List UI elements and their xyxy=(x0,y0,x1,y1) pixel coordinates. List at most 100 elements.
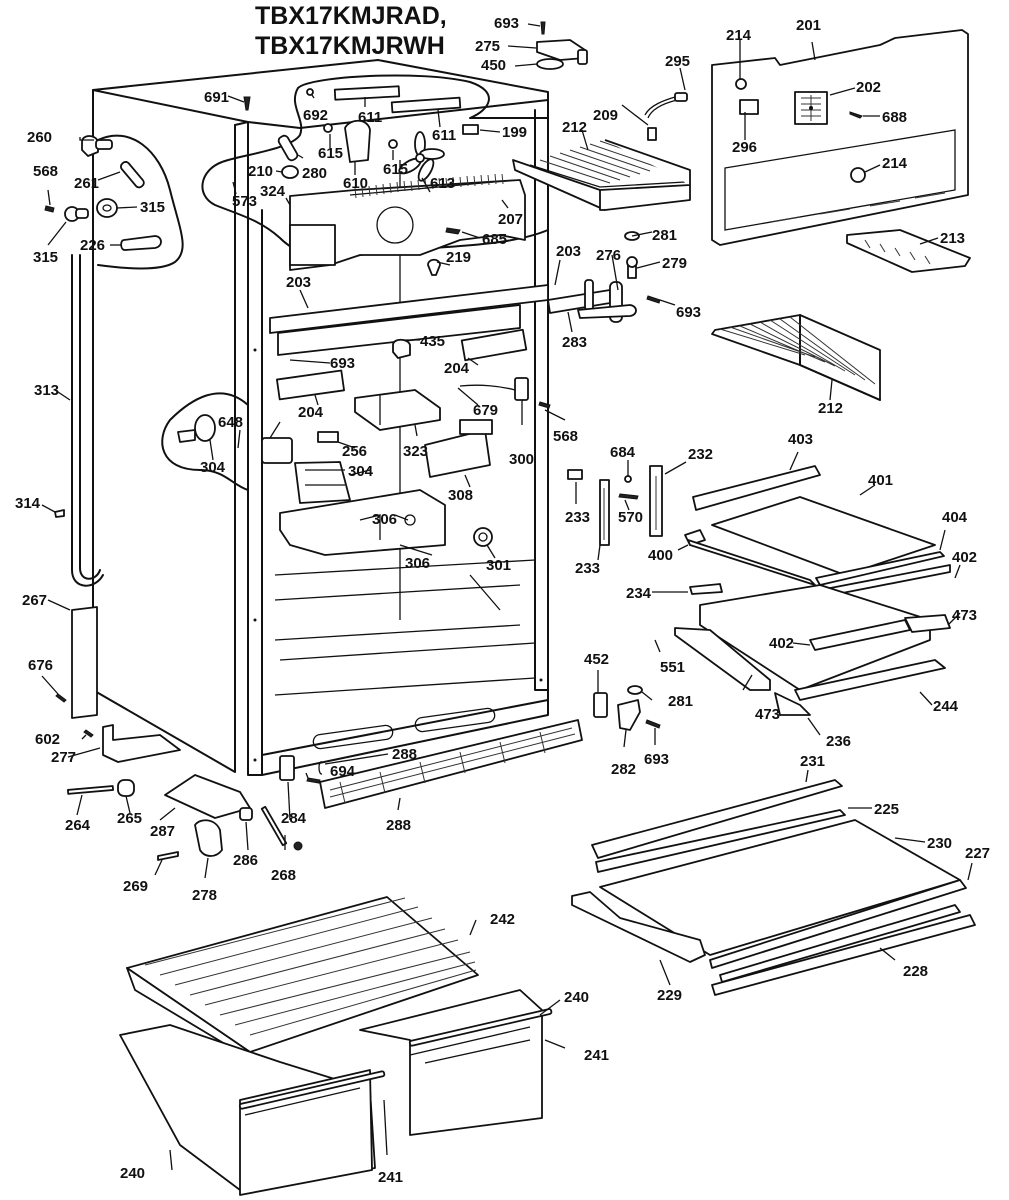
part-label: 308 xyxy=(448,487,473,504)
part-label: 268 xyxy=(271,867,296,884)
controls-assembly xyxy=(177,328,551,556)
part-label: 228 xyxy=(903,963,928,980)
part-label: 256 xyxy=(342,443,367,460)
part-label: 693 xyxy=(676,304,701,321)
part-label: 269 xyxy=(123,878,148,895)
leader-lines xyxy=(41,23,973,1171)
center-hinge xyxy=(547,231,661,323)
part-label: 288 xyxy=(392,746,417,763)
part-label: 315 xyxy=(33,249,58,266)
part-label: 684 xyxy=(610,444,636,461)
lower-hinge-parts xyxy=(593,685,661,731)
part-label: 685 xyxy=(482,231,507,248)
part-label: 236 xyxy=(826,733,851,750)
part-label: 452 xyxy=(584,651,609,668)
part-labels: 693 275 450 691 692 611 611 199 260 615 … xyxy=(15,15,990,1186)
drain-tube xyxy=(71,254,104,587)
part-label: 676 xyxy=(28,657,53,674)
model-title-line1: TBX17KMJRAD, xyxy=(255,2,447,30)
part-label: 214 xyxy=(726,27,752,44)
part-label: 648 xyxy=(218,414,243,431)
part-label: 203 xyxy=(286,274,311,291)
part-label: 611 xyxy=(358,109,382,126)
part-label: 315 xyxy=(140,199,165,216)
shelf-rails xyxy=(567,465,663,546)
part-label: 240 xyxy=(120,1165,145,1182)
part-label: 615 xyxy=(318,145,343,162)
part-label: 401 xyxy=(868,472,893,489)
lower-glass-shelf xyxy=(571,779,976,996)
left-side-parts xyxy=(44,135,162,251)
part-label: 207 xyxy=(498,211,523,228)
part-label: 242 xyxy=(490,911,515,928)
part-label: 400 xyxy=(648,547,673,564)
part-label: 568 xyxy=(553,428,578,445)
part-label: 679 xyxy=(473,402,498,419)
part-label: 610 xyxy=(343,175,368,192)
part-label: 324 xyxy=(260,183,286,200)
part-label: 296 xyxy=(732,139,757,156)
part-label: 602 xyxy=(35,731,60,748)
part-label: 203 xyxy=(556,243,581,260)
part-label: 219 xyxy=(446,249,471,266)
part-label: 568 xyxy=(33,163,58,180)
part-label: 304 xyxy=(200,459,226,476)
part-label: 281 xyxy=(652,227,677,244)
freezer-panel xyxy=(711,29,969,246)
part-label: 313 xyxy=(34,382,59,399)
part-label: 694 xyxy=(330,763,356,780)
part-label: 209 xyxy=(593,107,618,124)
part-label: 199 xyxy=(502,124,527,141)
part-label: 264 xyxy=(65,817,91,834)
part-label: 265 xyxy=(117,810,142,827)
part-label: 261 xyxy=(74,175,99,192)
part-label: 551 xyxy=(660,659,685,676)
part-label: 232 xyxy=(688,446,713,463)
part-label: 227 xyxy=(965,845,990,862)
part-label: 688 xyxy=(882,109,907,126)
part-label: 611 xyxy=(432,127,456,144)
lower-left-parts xyxy=(55,606,303,861)
part-label: 314 xyxy=(15,495,41,512)
part-label: 279 xyxy=(662,255,687,272)
model-title-line2: TBX17KMJRWH xyxy=(255,32,445,60)
part-label: 435 xyxy=(420,333,445,350)
part-label: 275 xyxy=(475,38,500,55)
part-label: 241 xyxy=(584,1047,609,1064)
part-label: 213 xyxy=(940,230,965,247)
ice-tray xyxy=(846,229,971,273)
part-label: 204 xyxy=(298,404,324,421)
part-label: 204 xyxy=(444,360,470,377)
part-label: 267 xyxy=(22,592,47,609)
part-label: 287 xyxy=(150,823,175,840)
part-label: 202 xyxy=(856,79,881,96)
part-label: 402 xyxy=(952,549,977,566)
part-label: 210 xyxy=(248,163,273,180)
part-label: 692 xyxy=(303,107,328,124)
part-label: 693 xyxy=(494,15,519,32)
part-label: 277 xyxy=(51,749,76,766)
part-label: 286 xyxy=(233,852,258,869)
part-label: 214 xyxy=(882,155,908,172)
part-label: 691 xyxy=(204,89,229,106)
part-label: 613 xyxy=(430,175,455,192)
part-label: 295 xyxy=(665,53,690,70)
part-label: 570 xyxy=(618,509,643,526)
part-label: 212 xyxy=(562,119,587,136)
part-label: 403 xyxy=(788,431,813,448)
part-label: 276 xyxy=(596,247,621,264)
upper-glass-shelf xyxy=(684,465,951,598)
part-label: 231 xyxy=(800,753,825,770)
part-label: 615 xyxy=(383,161,408,178)
part-label: 278 xyxy=(192,887,217,904)
fan-assembly xyxy=(277,119,445,182)
part-label: 288 xyxy=(386,817,411,834)
part-label: 229 xyxy=(657,987,682,1004)
part-label: 573 xyxy=(232,193,257,210)
evaporator-assembly xyxy=(289,173,526,271)
part-label: 404 xyxy=(942,509,968,526)
part-label: 306 xyxy=(405,555,430,572)
part-label: 450 xyxy=(481,57,506,74)
